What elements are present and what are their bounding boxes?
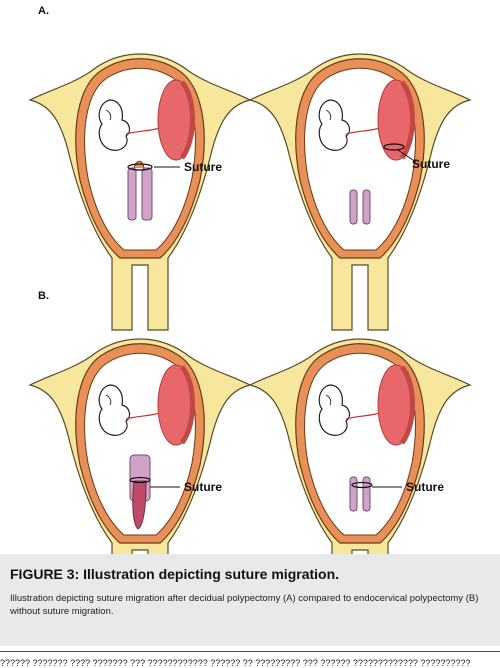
panel-b-label: B. bbox=[38, 290, 49, 302]
suture-label-b-right: Suture bbox=[406, 480, 444, 494]
suture-label-a-right: Suture bbox=[412, 157, 450, 171]
divider-rule bbox=[0, 651, 500, 652]
clipped-body-text: ?????? ??????? ???? ??????? ??? ????????… bbox=[0, 658, 471, 668]
caption-title: FIGURE 3: Illustration depicting suture … bbox=[10, 566, 340, 582]
figure-caption: FIGURE 3: Illustration depicting suture … bbox=[0, 554, 500, 646]
suture-migration-figure: Suture Suture Suture Suture bbox=[0, 0, 500, 554]
panel-a-label: A. bbox=[38, 5, 49, 17]
caption-text: Illustration depicting suture migration … bbox=[10, 593, 479, 617]
suture-label-b-left: Suture bbox=[184, 480, 222, 494]
suture-label-a-left: Suture bbox=[184, 160, 222, 174]
